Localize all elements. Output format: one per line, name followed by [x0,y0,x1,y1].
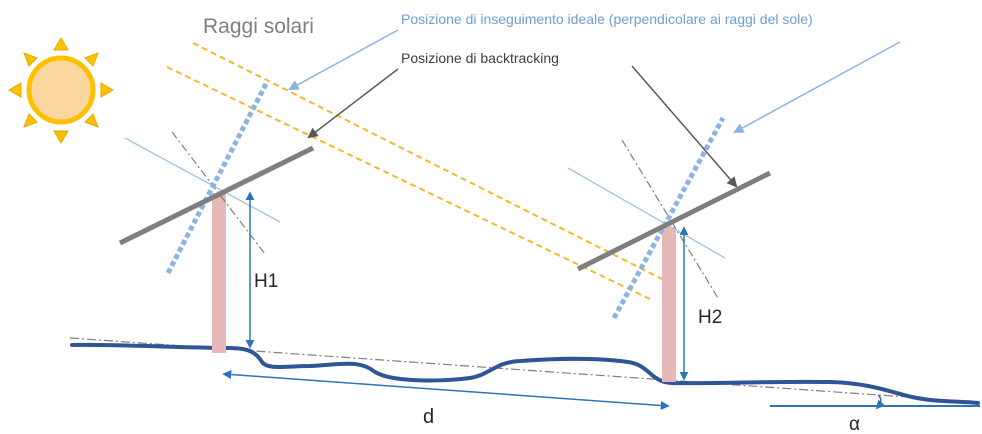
tracker-2-normal-line [567,167,726,259]
terrain-slope-reference-line [69,337,979,403]
sun-rays [166,42,669,301]
slope-angle-label: α [849,414,860,434]
tracker-1-post [212,193,226,353]
distance-label: d [423,406,434,428]
sun-ray-upper [192,42,669,283]
sun-rays-label: Raggi solari [203,15,314,38]
tracker-1 [118,80,315,353]
backtracking-position-label: Posizione di backtracking [401,50,559,66]
tracker-1-backtracking-panel [118,145,315,246]
backtracking-callout-arrow-1 [307,68,399,139]
slope-angle-arc [875,394,886,410]
tracker-1-ideal-panel [165,80,270,275]
ideal-position-label: Posizione di inseguimento ideale (perpen… [401,11,813,27]
tracker-2-backtracking-panel [576,170,772,272]
tracker-2-ideal-panel [611,116,726,320]
sun-icon [8,37,114,144]
distance-dimension [222,370,670,410]
backtracking-callout-arrow-2 [631,65,738,188]
ideal-position-callout-arrow-1 [288,29,399,91]
tracker-2-post [662,227,676,382]
height-1-label: H1 [254,271,278,292]
terrain-profile [70,342,980,405]
ideal-position-callout-arrow-2 [733,41,901,134]
height-2-label: H2 [698,307,722,328]
tracker-2 [567,116,772,382]
